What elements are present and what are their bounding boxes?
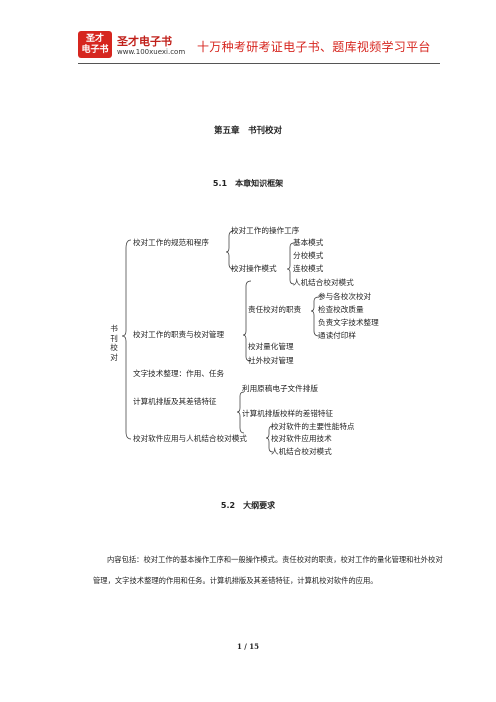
- branch2-brace: [242, 280, 252, 362]
- tree-node-human-machine-mode: 人机结合校对模式: [271, 447, 332, 456]
- tree-node-software-application: 校对软件应用技术: [271, 434, 332, 443]
- tree-node-mode: 分校模式: [293, 251, 324, 260]
- tree-node-mode: 人机结合校对模式: [293, 278, 354, 287]
- section-title-framework: 5.1 本章知识框架: [212, 179, 284, 188]
- logo-text-line2: 电子书: [81, 44, 109, 55]
- page-number: 1 / 15: [236, 642, 260, 651]
- tree-branch-duties-management: 校对工作的职责与校对管理: [133, 330, 225, 339]
- tree-node-mode: 基本模式: [293, 238, 324, 247]
- header-divider: [78, 63, 440, 64]
- duties-brace: [310, 296, 320, 337]
- brand-name: 圣才电子书: [117, 35, 172, 48]
- site-url[interactable]: www.100xuexi.com: [117, 48, 186, 56]
- modes-brace: [286, 242, 295, 285]
- tree-node-external-management: 社外校对管理: [248, 356, 294, 365]
- tree-node-error-features: 计算机排版校样的差错特征: [242, 409, 334, 418]
- tree-node-mode: 连校模式: [293, 264, 324, 273]
- tree-branch-computer-typesetting: 计算机排版及其差错特征: [133, 397, 217, 406]
- header-tagline: 十万种考研考证电子书、题库视频学习平台: [197, 40, 431, 54]
- root-brace: [121, 239, 132, 440]
- logo: 圣才 电子书: [78, 31, 112, 58]
- tree-node-duty: 通读付印样: [318, 331, 356, 340]
- syllabus-paragraph: 内容包括：校对工作的基本操作工序和一般操作模式。责任校对的职责，校对工作的量化管…: [93, 549, 447, 591]
- tree-branch-text-technique: 文字技术整理：作用、任务: [133, 369, 225, 378]
- logo-text-line1: 圣才: [85, 33, 104, 44]
- tree-root: 书刊校对: [110, 324, 118, 362]
- section-title-syllabus: 5.2 大纲要求: [220, 501, 276, 510]
- tree-node-duty: 参与各校次校对: [318, 292, 372, 301]
- tree-node-quantified-management: 校对量化管理: [248, 342, 294, 351]
- branch1-brace: [225, 230, 235, 270]
- tree-node-proofreader-duties: 责任校对的职责: [248, 305, 302, 314]
- tree-node-duty: 负责文字技术整理: [318, 318, 379, 327]
- tree-node-electronic-typesetting: 利用原稿电子文件排版: [242, 384, 318, 393]
- branch4-brace: [236, 391, 245, 434]
- tree-node-software-features: 校对软件的主要性能特点: [271, 422, 355, 431]
- tree-node-procedure: 校对工作的操作工序: [231, 226, 300, 235]
- tree-node-operation-mode: 校对操作模式: [231, 264, 277, 273]
- syllabus-text: 内容包括：校对工作的基本操作工序和一般操作模式。责任校对的职责，校对工作的量化管…: [93, 555, 443, 585]
- tree-branch-software-mode: 校对软件应用与人机结合校对模式: [133, 434, 247, 443]
- tree-branch-norms: 校对工作的规范和程序: [133, 238, 209, 247]
- chapter-title: 第五章 书刊校对: [213, 126, 282, 136]
- branch5-brace: [265, 425, 274, 453]
- tree-node-duty: 检查校改质量: [318, 305, 364, 314]
